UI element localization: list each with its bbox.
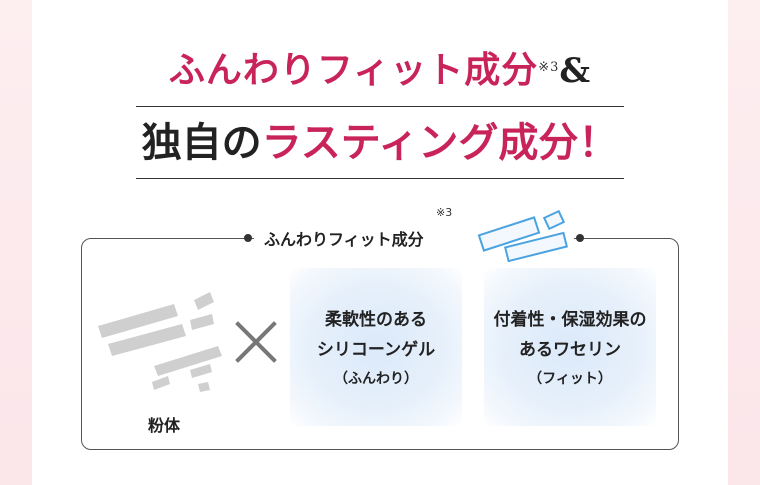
box-title-dot-left	[244, 234, 252, 242]
headline-ampersand: &	[559, 51, 592, 91]
headline-line2: 独自のラスティング成分！	[32, 115, 728, 171]
headline-line1: ふんわりフィット成分※3&	[32, 44, 728, 96]
card-line2: あるワセリン	[519, 340, 621, 360]
headline-line2-dark: 独自の	[141, 119, 262, 166]
box-title-note: ※3	[436, 206, 453, 219]
card-line1: 柔軟性のある	[325, 310, 427, 330]
gel-flakes-icon	[477, 209, 569, 262]
card-line3: （ふんわり）	[334, 371, 418, 387]
card-line1: 付着性・保湿効果の	[493, 310, 647, 330]
headline-line1-text: ふんわりフィット成分	[168, 49, 539, 91]
ingredient-card-silicone-gel: 柔軟性のある シリコーンゲル （ふんわり）	[290, 268, 462, 426]
ingredient-card-vaseline: 付着性・保湿効果の あるワセリン （フィット）	[484, 268, 656, 426]
card-line3: （フィット）	[528, 371, 612, 387]
box-title-dot-right	[576, 234, 584, 242]
powder-label: 粉体	[148, 416, 181, 435]
powder-flakes-icon	[98, 292, 222, 392]
headline-divider-bottom	[136, 178, 624, 179]
box-title: ふんわりフィット成分	[264, 230, 424, 249]
card-line2: シリコーンゲル	[316, 340, 436, 360]
headline-line1-note: ※3	[538, 60, 560, 75]
content-panel: ふんわりフィット成分※3& 独自のラスティング成分！ ふんわりフィット成分 ※3…	[32, 0, 728, 485]
headline-line2-pink: ラスティング成分！	[261, 119, 619, 166]
times-icon	[235, 321, 277, 363]
headline-divider-top	[136, 106, 624, 107]
